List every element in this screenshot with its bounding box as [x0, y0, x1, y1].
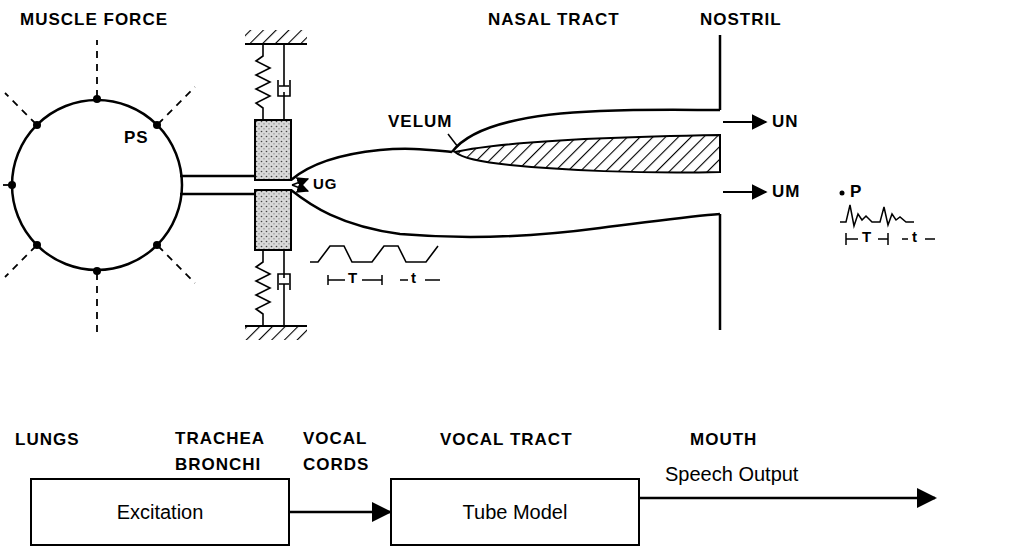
- period-label: T: [348, 266, 358, 290]
- palate-velum: [455, 135, 720, 173]
- wall-hatch: [245, 30, 307, 44]
- vocal-cord-lower: [255, 190, 291, 250]
- spring-symbol: [256, 44, 270, 120]
- signal-name: UN: [772, 108, 799, 135]
- pressure-waveform: [840, 205, 914, 226]
- time-label: t: [411, 266, 417, 290]
- part-label: MOUTH: [690, 426, 757, 453]
- part-label: VOCAL TRACT: [440, 426, 573, 453]
- muscle-force-lines: [2, 40, 195, 335]
- period-label: T: [862, 225, 872, 249]
- velum-leader: [448, 134, 458, 147]
- time-label: t: [912, 225, 918, 249]
- glottal-waveform: [310, 246, 438, 262]
- part-label: NASAL TRACT: [488, 6, 620, 33]
- part-label: LUNGS: [15, 426, 80, 453]
- process-box: Tube Model: [390, 478, 640, 546]
- wall-hatch: [245, 326, 307, 340]
- vocal-tract-floor: [291, 190, 720, 237]
- mouth-wall: [719, 214, 722, 330]
- signal-name: UM: [772, 178, 800, 205]
- vocal-cord-upper: [255, 120, 291, 180]
- output-label: Speech Output: [665, 458, 798, 490]
- part-label: VOCAL CORDS: [303, 426, 381, 479]
- nostril-wall: [719, 35, 722, 110]
- process-box: Excitation: [30, 478, 290, 546]
- damper-symbol: [278, 44, 290, 120]
- part-label: NOSTRIL: [700, 6, 782, 33]
- part-label: MUSCLE FORCE: [20, 6, 168, 33]
- signal-name: UG: [313, 172, 338, 196]
- pressure-symbol: PS: [124, 124, 149, 151]
- spring-symbol: [256, 250, 270, 326]
- signal-name: P: [850, 178, 862, 205]
- flow-arrow: [290, 511, 390, 514]
- box-label: Excitation: [117, 501, 204, 524]
- lungs-outline: [12, 100, 182, 270]
- part-label: TRACHEA BRONCHI: [175, 426, 275, 479]
- damper-symbol: [278, 250, 290, 326]
- trachea-tube: [180, 176, 255, 194]
- part-label: VELUM: [388, 108, 453, 135]
- box-label: Tube Model: [463, 501, 568, 524]
- muscle-force-dots: [8, 95, 161, 275]
- output-arrow: [640, 497, 935, 500]
